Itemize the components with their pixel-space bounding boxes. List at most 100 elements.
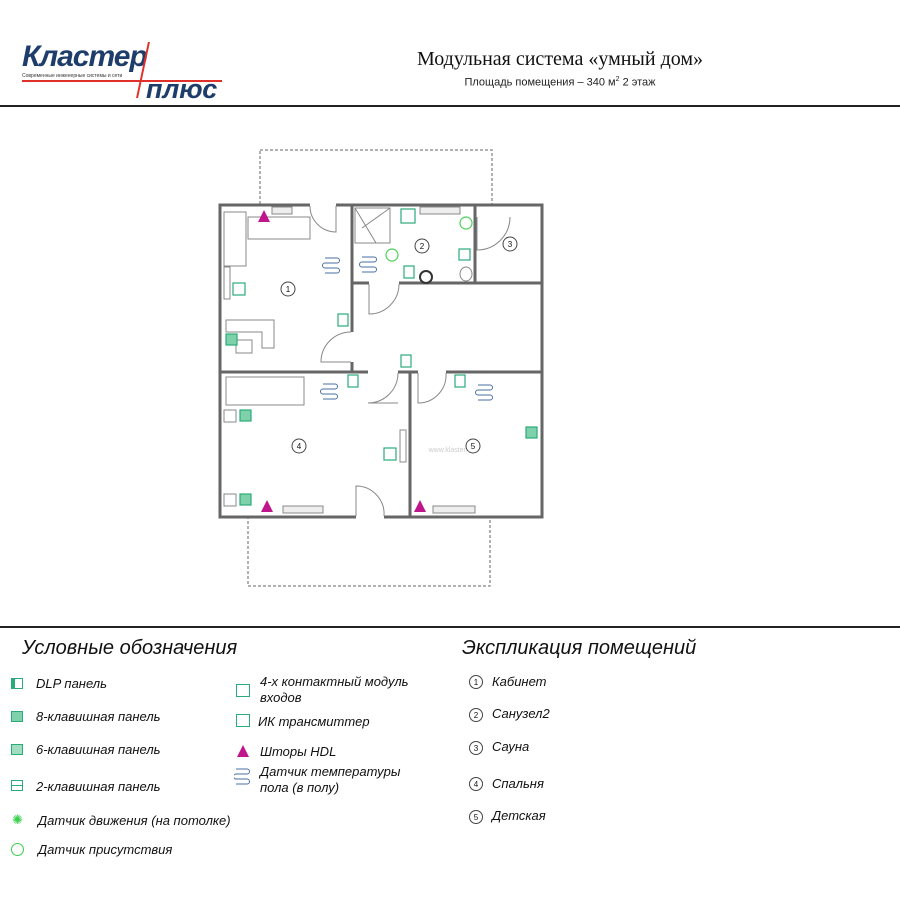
room-number: 4: [297, 442, 302, 451]
presence-sensor-icon: [385, 248, 399, 262]
legend-label: Датчик температуры пола (в полу): [260, 764, 401, 795]
legend-label: Датчик присутствия: [38, 842, 173, 857]
desk: [225, 319, 275, 349]
hdl-curtains-icon: [414, 500, 426, 512]
toilet: [459, 266, 473, 282]
building-outline: [218, 203, 544, 519]
dlp-panel-icon: [337, 313, 349, 327]
area-unit-sup: 2: [615, 76, 620, 83]
legend-label: 6-клавишная панель: [36, 742, 161, 757]
floor-temp-sensor-icon: [320, 383, 338, 400]
balcony-top: [259, 149, 493, 206]
dlp-panel-icon: [11, 678, 23, 689]
door-opening: [356, 514, 384, 520]
room-number-badge: 5: [469, 810, 483, 824]
explication-title: Экспликация помещений: [462, 637, 697, 659]
bed: [225, 376, 305, 406]
motion-sensor-icon: ✺: [12, 812, 23, 827]
radiator: [419, 206, 461, 215]
balcony-bottom: [247, 516, 491, 587]
header-divider: [0, 105, 900, 107]
room-marker: [465, 438, 481, 454]
dlp-panel-icon: [454, 374, 466, 388]
logo-tagline: Современные инженерные системы и сети: [22, 73, 123, 79]
legend-label: 4-х контактный модуль входов: [260, 674, 409, 705]
door-swing: [368, 283, 400, 315]
room-number: 3: [508, 240, 513, 249]
room-name: Детская: [492, 808, 546, 823]
door-opening: [418, 369, 446, 375]
page-title: Модульная система «умный дом»: [416, 48, 704, 70]
2-key-panel-icon: [458, 248, 471, 261]
logo-text: Кластер: [22, 40, 148, 73]
8-key-panel-icon: [239, 493, 252, 506]
door-opening: [349, 332, 355, 362]
6-key-panel-icon: [525, 426, 538, 439]
room-marker: [280, 281, 296, 297]
vertical-label-strip: [223, 266, 231, 300]
room-number-badge: 3: [469, 741, 483, 755]
radiator: [271, 206, 293, 215]
ir-transmitter-icon: [383, 447, 397, 461]
floor-temp-sensor-icon: [359, 256, 377, 273]
hdl-curtains-icon: [261, 500, 273, 512]
legend-label: Датчик движения (на потолке): [38, 813, 231, 828]
room-number: 2: [420, 242, 425, 251]
8-key-panel-icon: [11, 711, 23, 722]
room-marker: [502, 236, 518, 252]
door-swing: [309, 205, 337, 233]
legend-label: Шторы HDL: [260, 744, 337, 759]
room-marker: [414, 238, 430, 254]
hdl-curtains-icon: [237, 745, 249, 757]
dlp-panel-icon: [400, 354, 412, 368]
floor-temp-sensor-icon: [234, 768, 250, 785]
nightstand: [223, 493, 237, 507]
door-swing: [320, 331, 352, 363]
presence-sensor-icon: [11, 843, 24, 856]
logo-text-second: плюс: [146, 74, 218, 104]
door-swing: [476, 216, 511, 251]
legend-label: 8-клавишная панель: [36, 709, 161, 724]
legend-label: DLP панель: [36, 676, 107, 691]
ir-transmitter-icon: [236, 714, 250, 727]
legend-divider: [0, 626, 900, 628]
watermark: www.klaster...: [428, 447, 472, 454]
floor-text: 2 этаж: [619, 76, 656, 89]
radiator: [432, 505, 476, 514]
room-number: 5: [471, 442, 476, 451]
door-swing: [355, 485, 385, 517]
input-module-icon: [400, 208, 416, 224]
page-subtitle: Площадь помещения – 340 м2 2 этаж: [380, 76, 740, 89]
door-swing: [417, 372, 447, 404]
legend-label: 2-клавишная панель: [36, 779, 161, 794]
shower-cabin: [354, 207, 391, 244]
room-name: Спальня: [492, 776, 544, 791]
door-opening: [369, 280, 399, 286]
6-key-panel-icon: [11, 744, 23, 755]
logo-cross-bar: [22, 80, 222, 82]
door-opening: [310, 202, 336, 208]
8-key-panel-icon: [239, 409, 252, 422]
ir-transmitter-icon: [232, 282, 246, 296]
room-number: 1: [286, 285, 291, 294]
hdl-curtains-icon: [258, 210, 270, 222]
vertical-label-strip: [399, 429, 407, 463]
sink: [419, 270, 433, 284]
room-number-badge: 2: [469, 708, 483, 722]
8-key-panel-icon: [225, 333, 238, 346]
room-name: Сауна: [492, 739, 530, 754]
cabinet: [223, 211, 247, 267]
input-module-icon: [236, 684, 250, 697]
door-swing: [367, 372, 399, 404]
floor-temp-sensor-icon: [322, 257, 340, 274]
2-key-panel-icon: [11, 780, 23, 791]
kitchen-counter: [247, 216, 311, 240]
room-name: Санузел2: [492, 706, 550, 721]
area-text: Площадь помещения – 340 м: [464, 76, 616, 89]
room-number-badge: 4: [469, 777, 483, 791]
room-number-badge: 1: [469, 675, 483, 689]
floor-plan: 1 2 3 4 5 www.klaster...: [218, 149, 544, 587]
floor-temp-sensor-icon: [475, 384, 493, 401]
legend-title: Условные обозначения: [22, 637, 238, 659]
